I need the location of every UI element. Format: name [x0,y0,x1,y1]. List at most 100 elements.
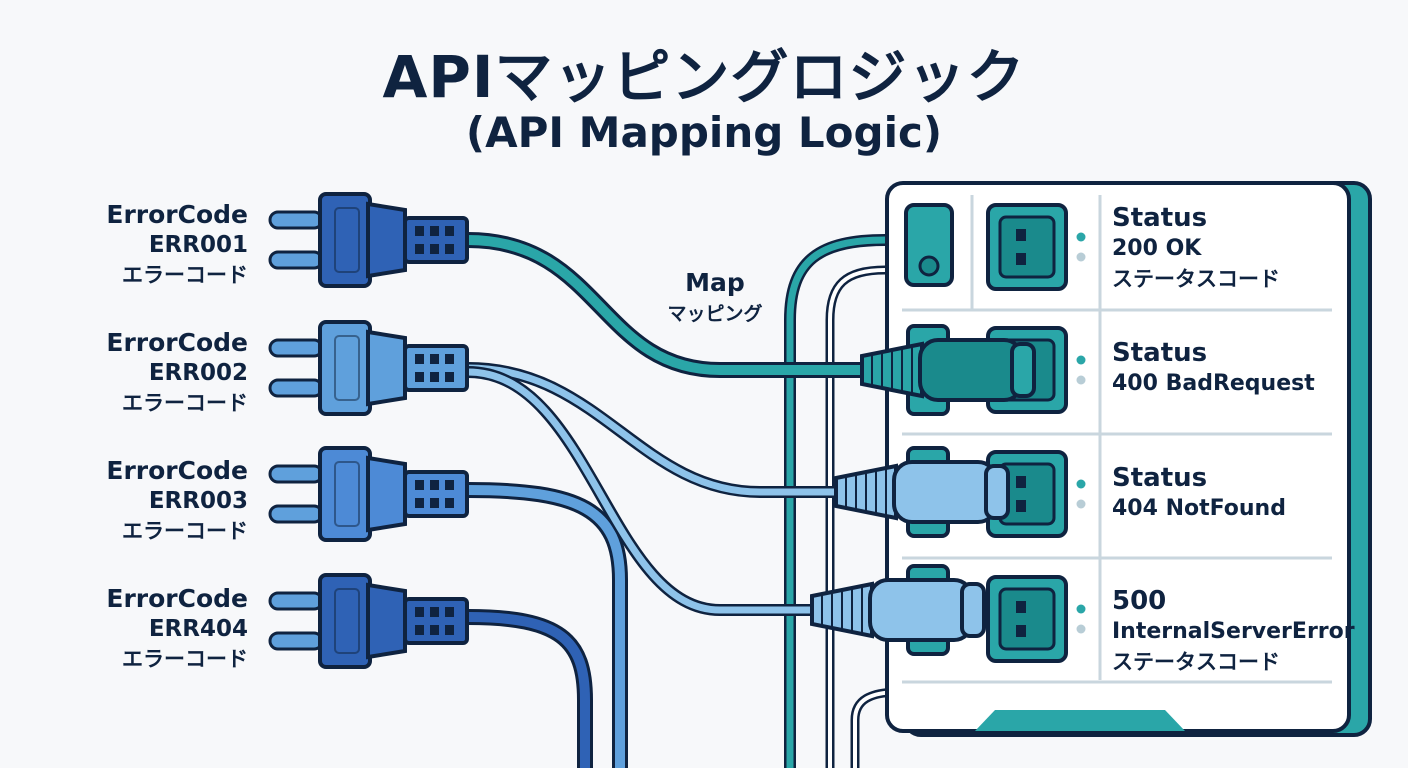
plug-grip-rib [430,354,439,364]
cable-err001-fill [463,235,875,375]
socket-1 [986,203,1086,291]
plug-grip-rib [415,372,424,382]
error-code-plugs [268,192,469,669]
socket-4 [986,575,1086,663]
plug-grip-rib [415,226,424,236]
plug-label-err002: ErrorCode ERR002 エラーコード [106,328,248,415]
socket-led [1076,604,1086,614]
plug-err003 [268,446,469,542]
socket-led [1076,624,1086,634]
plug-grip-rib [430,607,439,617]
plug-prong [268,250,324,270]
plug-grip [403,344,469,392]
socket-face [998,587,1056,651]
plug-prong [268,591,324,611]
connector-tip [984,464,1010,520]
cable-err002-b-fill [464,368,819,614]
socket-hole [1016,229,1026,241]
plug-grip-rib [445,625,454,635]
plug-face [334,335,360,401]
plug-grip-rib [445,226,454,236]
power-switch[interactable] [904,203,954,287]
plug-label-err003: ErrorCode ERR003 エラーコード [106,456,248,543]
status-label-500: 500 InternalServerError ステータスコード [1112,586,1355,674]
socket-hole [1016,601,1026,613]
socket-led [1076,375,1086,385]
mapping-cables [460,232,878,616]
plug-grip-rib [445,498,454,508]
plug-grip-rib [430,625,439,635]
page-subtitle: (API Mapping Logic) [465,108,943,157]
socket-hole [1016,476,1026,488]
cable-err003-fill [463,485,625,768]
cable-err404-fill [463,612,590,768]
socket-connector-2 [860,324,1036,416]
plug-grip-rib [430,226,439,236]
map-label: Map マッピング [667,268,763,325]
connector-body [868,578,974,642]
panel-bottom-bump [975,710,1185,731]
plug-body [366,582,407,660]
plug-grip-rib [430,372,439,382]
plug-body [366,201,407,279]
plug-face [334,207,360,273]
plug-label-err001: ErrorCode ERR001 エラーコード [106,200,248,287]
plug-grip [403,216,469,264]
socket-led [1076,252,1086,262]
plug-grip [403,470,469,518]
plug-label-err404: ErrorCode ERR404 エラーコード [106,584,248,671]
page-title: APIマッピングロジック [382,43,1026,111]
plug-grip [403,597,469,645]
plug-grip-rib [415,480,424,490]
socket-connector-3 [834,446,1010,538]
plug-prong [268,464,324,484]
socket-connector-4 [810,564,986,656]
connector-body [892,460,998,524]
plug-grip-rib [430,244,439,254]
plug-grip-rib [445,480,454,490]
plug-prong [268,210,324,230]
plug-grip-rib [415,244,424,254]
status-label-400: Status 400 BadRequest [1112,338,1315,396]
connector-tip [1010,342,1036,398]
status-label-404: Status 404 NotFound [1112,463,1286,521]
cable-bottom-teal-2-fill [828,268,887,768]
plug-prong [268,504,324,524]
plug-face [334,588,360,654]
plug-err002 [268,320,469,416]
socket-hole [1016,625,1026,637]
socket-connectors [810,324,1036,656]
plug-prong [268,631,324,651]
status-label-200: Status 200 OK ステータスコード [1112,203,1280,291]
plug-body [366,455,407,533]
cable-bottom-teal-1-fill [786,236,889,768]
connector-body [918,338,1024,402]
socket-led [1076,479,1086,489]
socket-hole [1016,500,1026,512]
plug-grip-rib [430,480,439,490]
plug-grip-rib [445,354,454,364]
plug-grip-rib [445,244,454,254]
plug-err001 [268,192,469,288]
connector-tip [960,582,986,638]
plug-grip-rib [445,372,454,382]
plug-grip-rib [445,607,454,617]
socket-hole [1016,253,1026,265]
plug-prong [268,338,324,358]
plug-prong [268,378,324,398]
plug-grip-rib [415,607,424,617]
plug-face [334,461,360,527]
cable-err002-a-fill [464,364,844,496]
socket-face [998,215,1056,279]
socket-led [1076,232,1086,242]
socket-led [1076,499,1086,509]
plug-grip-rib [415,498,424,508]
plug-grip-rib [430,498,439,508]
power-switch-indicator [918,255,940,277]
plug-grip-rib [415,625,424,635]
plug-err404 [268,573,469,669]
plug-body [366,329,407,407]
plug-grip-rib [415,354,424,364]
socket-led [1076,355,1086,365]
